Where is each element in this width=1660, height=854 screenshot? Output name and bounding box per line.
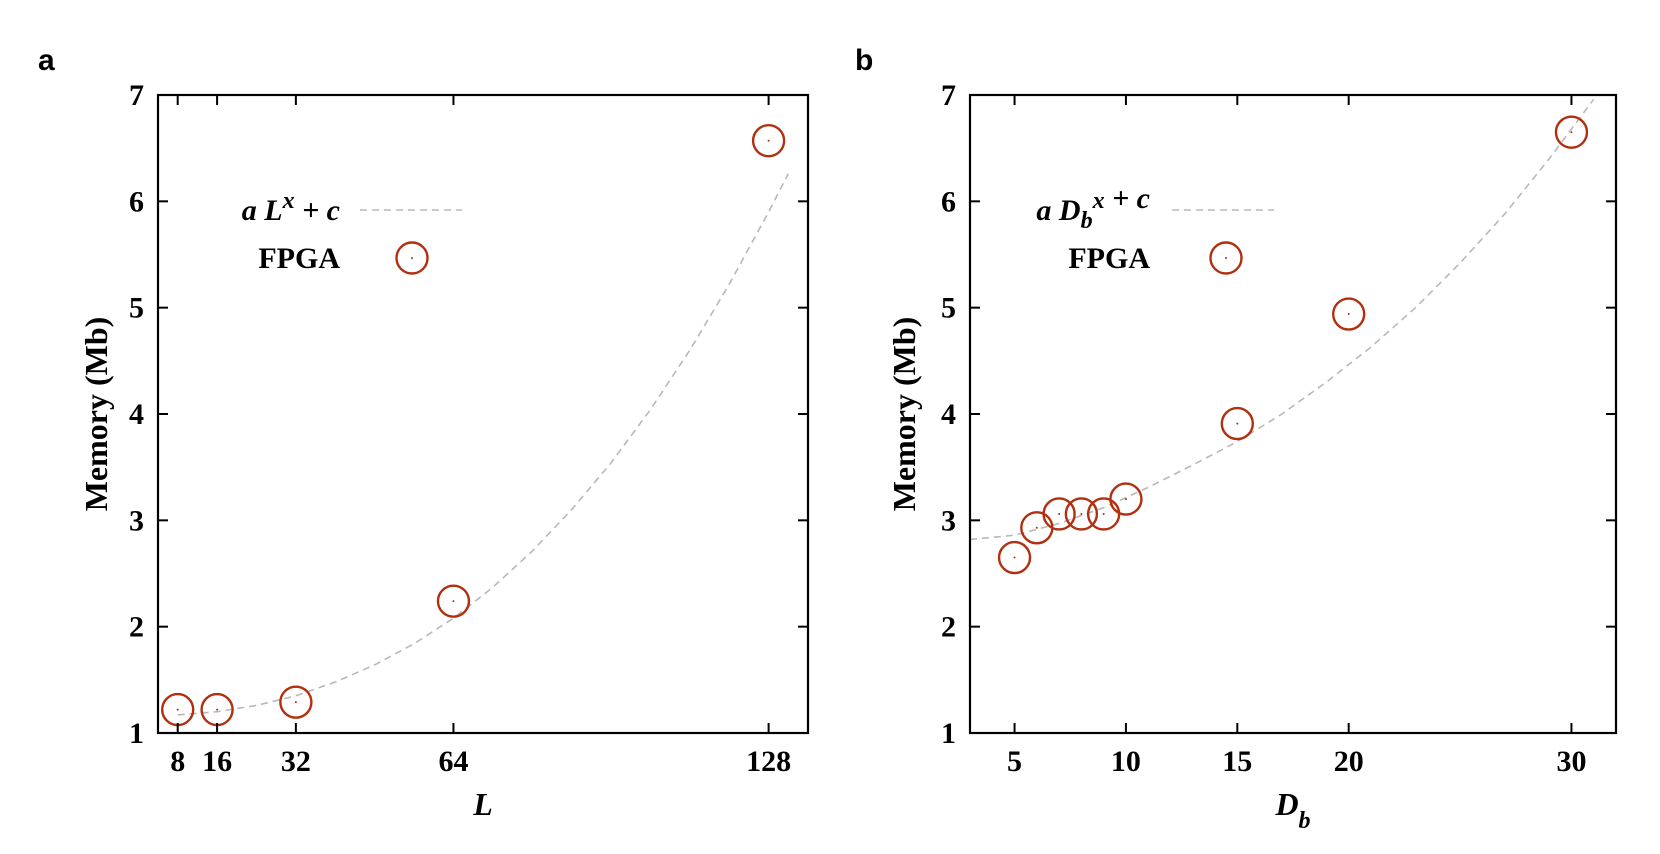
y-tick-label: 6 — [129, 185, 144, 218]
x-tick-label: 20 — [1334, 745, 1364, 778]
data-point — [1109, 482, 1143, 516]
y-tick-label: 4 — [129, 398, 144, 431]
x-tick-label: 32 — [281, 745, 311, 778]
data-point-center — [1035, 526, 1038, 529]
y-tick-label: 7 — [129, 79, 144, 112]
legend-point-center — [411, 257, 413, 259]
data-point-center — [1347, 313, 1350, 316]
data-point-center — [1570, 131, 1573, 134]
y-tick-label: 5 — [941, 292, 956, 325]
data-point — [1064, 497, 1099, 531]
y-axis-title: Memory (Mb) — [78, 317, 114, 512]
legend-point-marker — [1209, 241, 1243, 275]
y-tick-label: 7 — [941, 79, 956, 112]
fit-curve — [970, 98, 1595, 541]
data-point-center — [1080, 512, 1083, 515]
data-point-center — [216, 708, 219, 711]
plot-frame — [156, 93, 810, 735]
data-point-center — [1058, 512, 1061, 515]
x-tick-label: 30 — [1556, 745, 1586, 778]
y-axis-title: Memory (Mb) — [886, 317, 922, 512]
data-point-center — [176, 708, 179, 711]
plot-frame — [968, 93, 1618, 735]
y-tick-label: 1 — [941, 717, 956, 750]
x-tick-label: 5 — [1007, 745, 1022, 778]
x-tick-label: 64 — [438, 745, 468, 778]
data-point-center — [452, 600, 455, 603]
y-tick-label: 4 — [941, 398, 956, 431]
data-point — [1042, 497, 1076, 531]
data-point-center — [1102, 512, 1105, 515]
y-tick-label: 1 — [129, 717, 144, 750]
data-point — [436, 584, 471, 618]
data-point — [1331, 297, 1366, 331]
legend-point-center — [1225, 257, 1227, 259]
x-axis-title: Db — [1274, 786, 1310, 834]
panel-letter: a — [38, 44, 55, 77]
y-tick-label: 5 — [129, 292, 144, 325]
legend-point-marker — [395, 241, 429, 275]
legend-points-label: FPGA — [1068, 242, 1150, 275]
data-point — [279, 685, 313, 719]
data-point-center — [1236, 422, 1239, 425]
data-point-center — [1124, 498, 1127, 501]
x-tick-label: 8 — [170, 745, 185, 778]
panel-letter: b — [855, 44, 873, 77]
legend-points-label: FPGA — [258, 242, 340, 275]
x-tick-label: 16 — [202, 745, 232, 778]
x-tick-label: 10 — [1111, 745, 1141, 778]
y-tick-label: 6 — [941, 185, 956, 218]
legend-fit-label: a Dbx + c — [1036, 182, 1150, 234]
data-point-center — [767, 139, 770, 142]
y-tick-label: 3 — [941, 504, 956, 537]
data-point — [997, 540, 1032, 575]
y-tick-label: 2 — [941, 611, 956, 644]
data-point — [1554, 115, 1589, 149]
data-point — [1220, 406, 1255, 441]
x-axis-title: L — [472, 786, 493, 822]
y-tick-label: 2 — [129, 611, 144, 644]
x-tick-label: 128 — [746, 745, 791, 778]
x-tick-label: 15 — [1222, 745, 1252, 778]
legend-fit-label: a Lx + c — [242, 188, 340, 227]
y-tick-label: 3 — [129, 504, 144, 537]
data-point-center — [294, 701, 297, 704]
data-point-center — [1013, 556, 1016, 559]
data-point — [751, 124, 786, 158]
